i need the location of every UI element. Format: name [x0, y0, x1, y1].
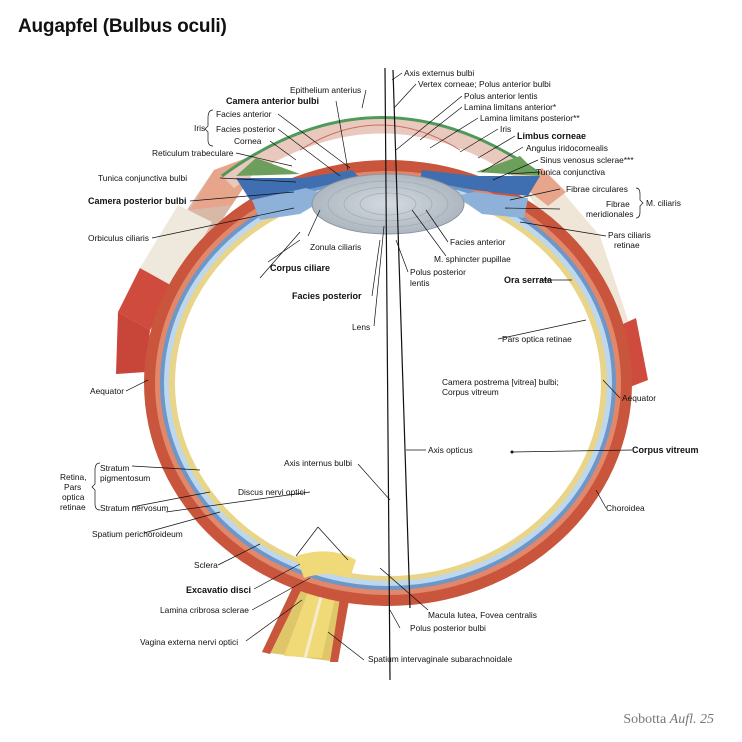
- credit-name: Sobotta: [623, 712, 667, 727]
- label-zonula: Zonula ciliaris: [310, 242, 361, 252]
- label-angulus-iridocornealis: Angulus iridocornealis: [526, 143, 608, 153]
- label-aequator-left: Aequator: [90, 386, 124, 396]
- label-fibrae-meridionales: meridionales: [586, 209, 633, 219]
- label-axis-opticus: Axis opticus: [428, 445, 473, 455]
- label-stratum-pigmentosum-1: Stratum: [100, 463, 129, 473]
- label-retina-1: Retina,: [60, 472, 87, 482]
- iris-left: [236, 158, 360, 220]
- label-facies-anterior-iris: Facies anterior: [216, 109, 272, 119]
- label-cornea: Cornea: [234, 136, 262, 146]
- label-retina-2: Pars: [64, 482, 81, 492]
- label-epithelium-anterius: Epithelium anterius: [290, 85, 361, 95]
- label-iris-right: Iris: [500, 124, 511, 134]
- label-orbiculus: Orbiculus ciliaris: [88, 233, 149, 243]
- label-tunica-conjunctiva-bulbi: Tunica conjunctiva bulbi: [98, 173, 187, 183]
- label-corpus-vitreum: Corpus vitreum: [632, 445, 699, 455]
- label-polus-posterior-bulbi: Polus posterior bulbi: [410, 623, 486, 633]
- iris-right: [420, 156, 540, 218]
- label-m-ciliaris: M. ciliaris: [646, 198, 681, 208]
- label-lens: Lens: [352, 322, 370, 332]
- label-facies-posterior-iris: Facies posterior: [216, 124, 276, 134]
- label-stratum-pigmentosum-2: pigmentosum: [100, 473, 150, 483]
- label-axis-externus: Axis externus bulbi: [404, 68, 474, 78]
- label-macula: Macula lutea, Fovea centralis: [428, 610, 537, 620]
- label-limbus-corneae: Limbus corneae: [517, 131, 586, 141]
- label-stratum-nervosum: Stratum nervosum: [100, 503, 168, 513]
- label-fibrae-circulares: Fibrae circulares: [566, 184, 628, 194]
- label-vagina-externa: Vagina externa nervi optici: [140, 637, 238, 647]
- label-ora-serrata: Ora serrata: [504, 275, 553, 285]
- label-camera-postrema-1: Camera postrema [vitrea] bulbi;: [442, 377, 559, 387]
- label-spatium-intervaginale: Spatium intervaginale subarachnoidale: [368, 654, 513, 664]
- label-retina-4: retinae: [60, 502, 86, 512]
- label-retina-3: optica: [62, 492, 85, 502]
- credit-edition: Aufl. 25: [669, 712, 714, 727]
- label-discus: Discus nervi optici: [238, 487, 306, 497]
- label-pars-optica: Pars optica retinae: [502, 334, 572, 344]
- credit: Sobotta Aufl. 25: [623, 712, 714, 728]
- label-facies-posterior-lens: Facies posterior: [292, 291, 362, 301]
- label-camera-anterior: Camera anterior bulbi: [226, 96, 319, 106]
- optic-disc: [296, 551, 356, 578]
- label-lamina-limitans-posterior: Lamina limitans posterior**: [480, 113, 580, 123]
- label-polus-posterior-lentis-1: Polus posterior: [410, 267, 466, 277]
- figure-title: Augapfel (Bulbus oculi): [18, 16, 227, 37]
- lens-body: [311, 173, 465, 235]
- muscle-left-lower: [116, 312, 150, 374]
- label-m-sphincter: M. sphincter pupillae: [434, 254, 511, 264]
- label-reticulum: Reticulum trabeculare: [152, 148, 234, 158]
- label-sclera: Sclera: [194, 560, 218, 570]
- label-spatium-perichoroideum: Spatium perichoroideum: [92, 529, 183, 539]
- label-lamina-cribrosa: Lamina cribrosa sclerae: [160, 605, 249, 615]
- label-iris-left: Iris: [194, 123, 205, 133]
- label-camera-posterior: Camera posterior bulbi: [88, 196, 187, 206]
- label-choroidea: Choroidea: [606, 503, 645, 513]
- label-polus-anterior-lentis: Polus anterior lentis: [464, 91, 538, 101]
- label-camera-postrema-2: Corpus vitreum: [442, 387, 499, 397]
- label-corpus-ciliare: Corpus ciliare: [270, 263, 330, 273]
- label-tunica-conjunctiva-right: Tunica conjunctiva: [536, 167, 605, 177]
- label-polus-posterior-lentis-2: lentis: [410, 278, 430, 288]
- label-excavatio-disci: Excavatio disci: [186, 585, 251, 595]
- axis-opticus-line: [392, 69, 411, 609]
- label-pars-ciliaris-1: Pars ciliaris: [608, 230, 651, 240]
- label-vertex-corneae: Vertex corneae; Polus anterior bulbi: [418, 79, 551, 89]
- label-pars-ciliaris-2: retinae: [614, 240, 640, 250]
- label-aequator-right: Aequator: [622, 393, 656, 403]
- cornea: [221, 116, 541, 188]
- label-facies-anterior-lens: Facies anterior: [450, 237, 506, 247]
- leader-lines: [125, 72, 633, 661]
- label-lamina-limitans-anterior: Lamina limitans anterior*: [464, 102, 557, 112]
- label-fibrae-1: Fibrae: [606, 199, 630, 209]
- label-sinus-venosus: Sinus venosus sclerae***: [540, 155, 634, 165]
- axis-externus-line: [384, 67, 391, 681]
- label-axis-internus: Axis internus bulbi: [284, 458, 352, 468]
